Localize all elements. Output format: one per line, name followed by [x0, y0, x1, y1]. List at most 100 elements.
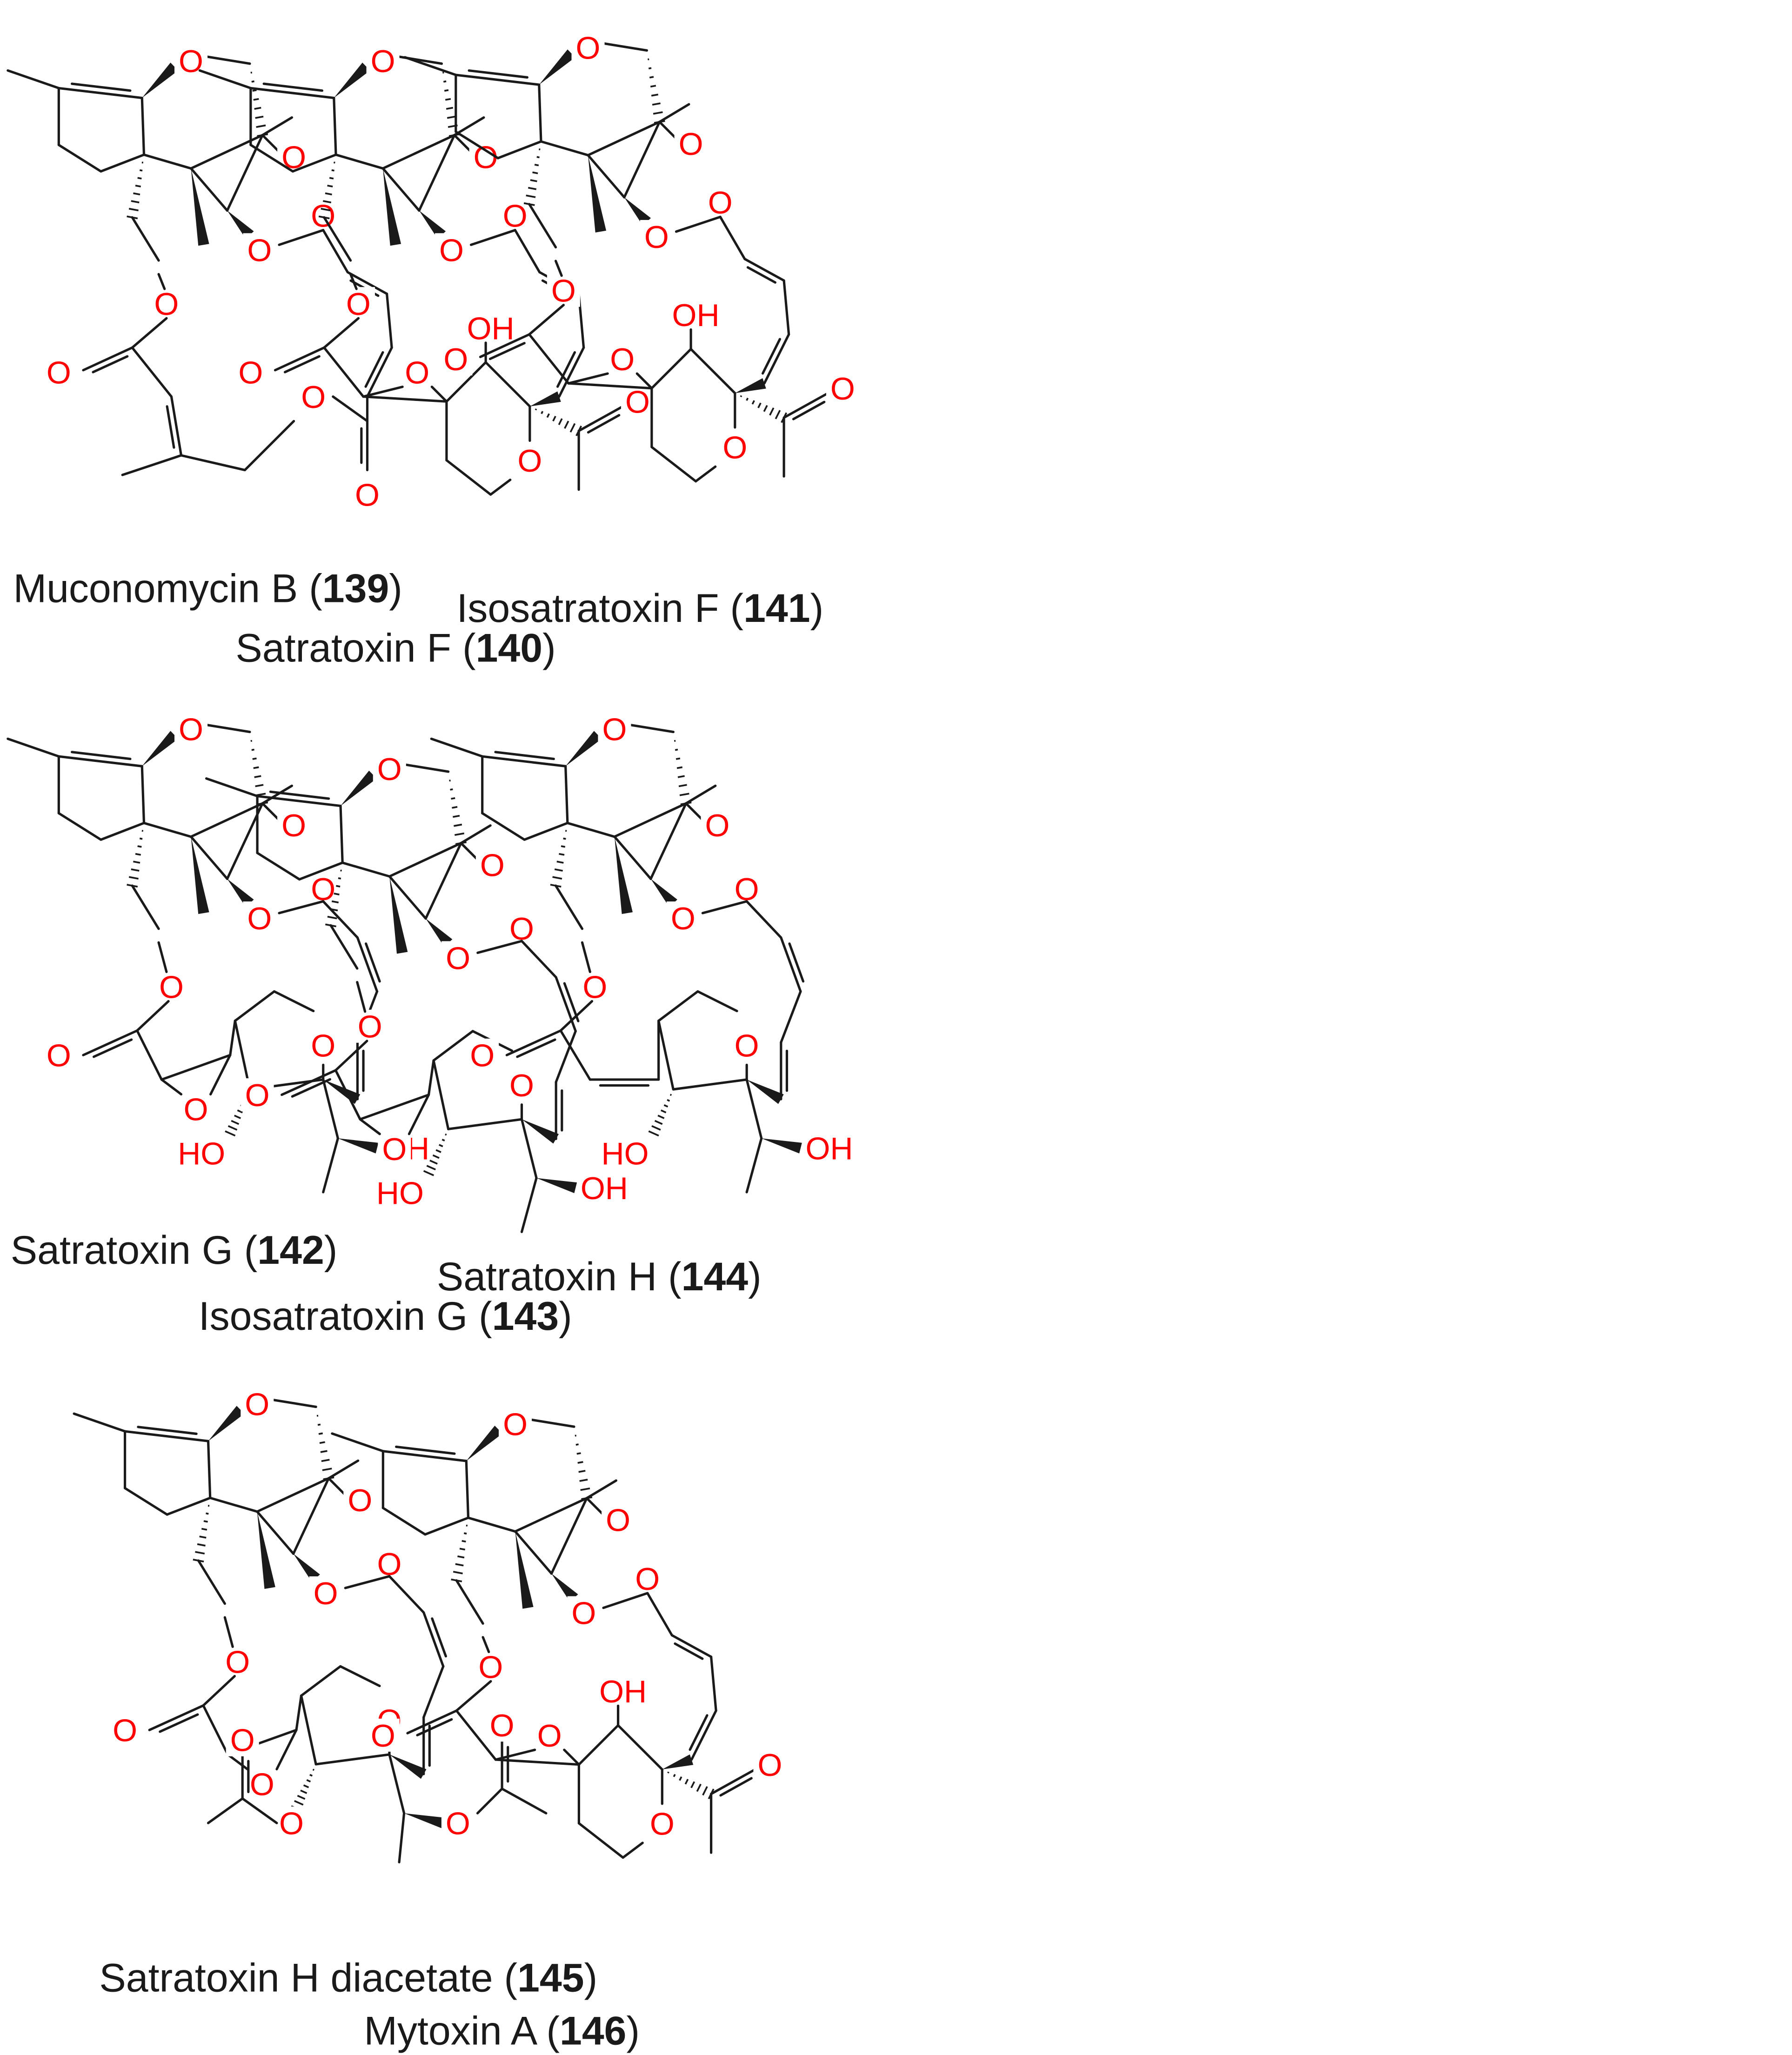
bond: [292, 1477, 330, 1555]
hash-stroke: [539, 148, 541, 151]
bond: [334, 153, 384, 170]
double-bond: [170, 395, 183, 457]
double-bond: [558, 346, 585, 398]
atom-label-mask: [243, 233, 276, 267]
bond: [430, 386, 448, 403]
hash-stroke: [526, 194, 536, 198]
double-bond: [710, 1768, 756, 1795]
hash-stroke: [329, 177, 334, 180]
hash-stroke: [575, 1434, 577, 1437]
atom-label-mask: [366, 1718, 400, 1752]
bond: [57, 143, 102, 173]
double-bond-inner: [71, 82, 132, 92]
bond: [469, 229, 516, 246]
hash-stroke: [564, 420, 569, 429]
oxygen-atom: O: [722, 430, 747, 465]
bond: [314, 1753, 391, 1766]
oxygen-atom: O: [644, 220, 669, 255]
bond: [362, 395, 448, 403]
bond: [432, 1059, 450, 1130]
bond: [528, 304, 565, 336]
bond: [261, 116, 293, 137]
wedge-bond: [761, 1138, 802, 1154]
compound-name: Muconomycin B: [13, 566, 298, 611]
oxygen-atom: O: [250, 1767, 274, 1802]
atom-label-mask: [663, 298, 728, 332]
bond: [300, 1665, 342, 1697]
atom-label-mask: [307, 199, 340, 232]
hash-stroke: [225, 1130, 236, 1137]
oxygen-atom: O: [625, 385, 650, 420]
hash-stroke: [133, 861, 140, 864]
compound-number: 146: [560, 2009, 627, 2054]
hash-stroke: [679, 793, 689, 796]
double-bond-inner: [468, 69, 528, 79]
atom-label-mask: [533, 1718, 566, 1752]
paren-open: (: [468, 1294, 492, 1339]
wedge-bond: [614, 836, 633, 914]
bond: [202, 1675, 236, 1707]
hash-stroke: [444, 89, 449, 92]
bond: [356, 981, 367, 1013]
bond: [672, 1078, 748, 1091]
bond: [745, 1078, 763, 1140]
oxygen-atom: O: [606, 1503, 630, 1538]
atom-label-mask: [274, 1806, 308, 1840]
compound-name: Satratoxin H diacetate: [99, 1956, 493, 2001]
double-bond: [82, 1029, 139, 1056]
double-bond-inner: [71, 751, 132, 761]
double-bond: [346, 271, 388, 295]
bond: [646, 1592, 673, 1637]
methyl-bond: [207, 1797, 244, 1824]
atom-label-mask: [150, 287, 183, 320]
hash-stroke: [445, 1133, 447, 1136]
hash-stroke: [463, 1532, 467, 1535]
hash-stroke: [317, 1423, 321, 1426]
hash-stroke: [578, 1470, 586, 1473]
atom-label-mask: [645, 1807, 679, 1840]
atom-label-mask: [666, 901, 700, 935]
hash-stroke: [746, 397, 749, 401]
double-bond-inner: [364, 351, 384, 388]
atom-label-mask: [164, 1136, 228, 1170]
bond: [555, 1030, 577, 1083]
double-bond: [670, 1634, 713, 1658]
compound-number: 145: [517, 1956, 584, 2001]
hash-stroke: [532, 171, 538, 174]
paren-close: ): [389, 566, 402, 611]
bond: [388, 875, 427, 920]
bond: [131, 317, 168, 349]
methyl-bond: [121, 454, 183, 476]
bond: [322, 229, 349, 274]
double-bond-inner: [494, 751, 555, 761]
hash-stroke: [256, 124, 266, 128]
bond: [696, 990, 738, 1013]
double-bond-inner: [262, 82, 324, 92]
compound-name: Mytoxin A: [364, 2009, 537, 2054]
wedge-bond: [191, 836, 209, 914]
wedge-bond: [624, 197, 651, 226]
bond: [567, 372, 609, 385]
hash-stroke: [535, 408, 537, 411]
bond: [622, 1841, 644, 1859]
oxygen-atom: O: [503, 199, 528, 234]
double-bond-inner: [92, 1038, 133, 1058]
oxygen-atom: O: [650, 1806, 675, 1841]
atom-label-mask: [245, 1767, 279, 1801]
bond: [339, 1665, 381, 1688]
bond: [481, 1636, 490, 1654]
bond: [559, 1000, 594, 1032]
atom-label-mask: [439, 342, 473, 376]
bond: [381, 167, 421, 212]
oxygen-atom: O: [478, 1649, 503, 1685]
wedge-bond: [389, 876, 408, 954]
atom-label-mask: [309, 1576, 342, 1610]
bond: [359, 1094, 430, 1121]
bond: [476, 1787, 503, 1815]
hash-stroke: [558, 418, 563, 426]
compound-number: 139: [322, 566, 389, 611]
hash-stroke: [312, 1768, 314, 1771]
bond: [241, 1797, 278, 1824]
methyl-bond: [7, 737, 60, 758]
